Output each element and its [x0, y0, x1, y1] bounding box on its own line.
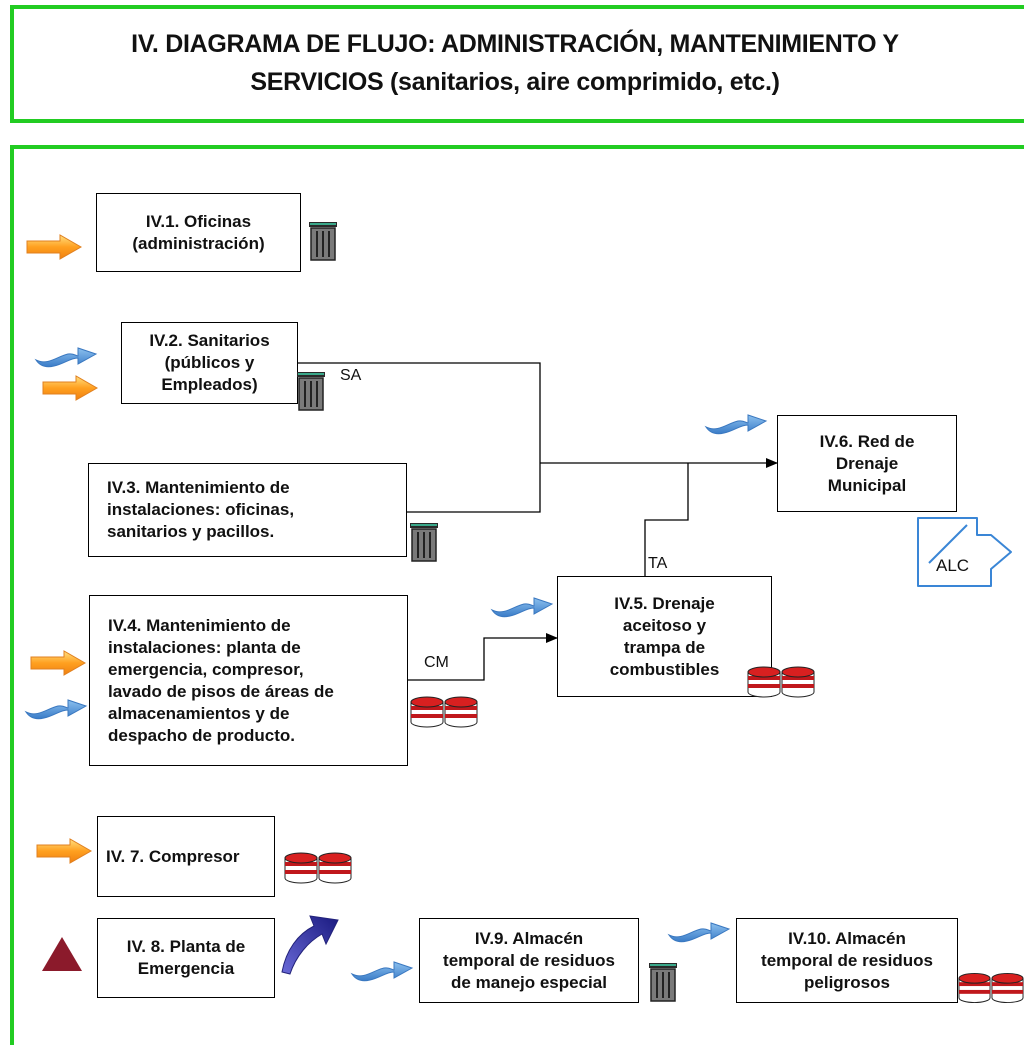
box-iv1-text: IV.1. Oficinas (administración)	[132, 211, 265, 253]
water-input-icon	[34, 338, 98, 368]
connector-iv3	[407, 463, 541, 513]
drums-icon	[747, 666, 815, 698]
connector-ta	[644, 463, 689, 576]
diagram-title-line-2: SERVICIOS (sanitarios, aire comprimido, …	[250, 68, 780, 96]
water-input-icon	[350, 952, 414, 982]
trash-can-icon	[296, 370, 326, 412]
water-input-icon	[704, 405, 768, 435]
box-iv6-text: IV.6. Red de Drenaje Municipal	[819, 431, 915, 495]
box-iv1-oficinas: IV.1. Oficinas (administración)	[96, 193, 301, 272]
orange-arrow-icon	[30, 650, 86, 676]
alc-discharge-icon	[917, 517, 1012, 587]
trash-can-icon	[308, 220, 338, 262]
label-sa: SA	[340, 367, 362, 384]
orange-arrow-icon	[36, 838, 92, 864]
water-input-icon	[24, 690, 88, 720]
box-iv5-text: IV.5. Drenaje aceitoso y trampa de combu…	[609, 593, 720, 679]
water-input-icon	[490, 588, 554, 618]
box-iv9-text: IV.9. Almacén temporal de residuos de ma…	[443, 928, 615, 992]
box-iv9-almacen-especial: IV.9. Almacén temporal de residuos de ma…	[419, 918, 639, 1003]
label-ta: TA	[648, 555, 668, 572]
box-iv4-text: IV.4. Mantenimiento de instalaciones: pl…	[108, 615, 334, 745]
box-iv5-drenaje-aceitoso: IV.5. Drenaje aceitoso y trampa de combu…	[557, 576, 772, 697]
drums-icon	[410, 696, 478, 728]
orange-arrow-icon	[42, 375, 98, 401]
connector-sa	[296, 362, 541, 463]
box-iv8-text: IV. 8. Planta de Emergencia	[126, 937, 246, 978]
water-input-icon	[667, 913, 731, 943]
drums-icon	[958, 972, 1024, 1004]
box-iv4-mantenimiento: IV.4. Mantenimiento de instalaciones: pl…	[89, 595, 408, 766]
label-cm: CM	[424, 654, 449, 671]
orange-arrow-icon	[26, 234, 82, 260]
box-iv3-text: IV.3. Mantenimiento de instalaciones: of…	[107, 478, 295, 541]
box-iv2-sanitarios: IV.2. Sanitarios (públicos y Empleados)	[121, 322, 298, 404]
triangle-icon	[42, 937, 82, 971]
title-frame	[10, 5, 1024, 123]
box-iv10-text: IV.10. Almacén temporal de residuos peli…	[761, 928, 933, 992]
box-iv10-almacen-peligrosos: IV.10. Almacén temporal de residuos peli…	[736, 918, 958, 1003]
box-iv7-compresor: IV. 7. Compresor	[97, 816, 275, 897]
diagram-title-line-1: IV. DIAGRAMA DE FLUJO: ADMINISTRACIÓN, M…	[131, 30, 899, 58]
curved-up-arrow-icon	[281, 915, 339, 975]
box-iv3-mantenimiento: IV.3. Mantenimiento de instalaciones: of…	[88, 463, 407, 557]
diagram-frame	[10, 145, 1024, 1045]
connector-cm	[407, 633, 558, 681]
box-iv2-text: IV.2. Sanitarios (públicos y Empleados)	[149, 331, 270, 394]
box-iv6-red-drenaje: IV.6. Red de Drenaje Municipal	[777, 415, 957, 512]
trash-can-icon	[648, 961, 678, 1003]
label-alc: ALC	[936, 556, 970, 575]
connector-lines	[296, 362, 778, 681]
box-iv8-planta-emergencia: IV. 8. Planta de Emergencia	[97, 918, 275, 998]
box-iv7-text: IV. 7. Compresor	[106, 846, 240, 866]
trash-can-icon	[409, 521, 439, 563]
drums-icon	[284, 852, 352, 884]
